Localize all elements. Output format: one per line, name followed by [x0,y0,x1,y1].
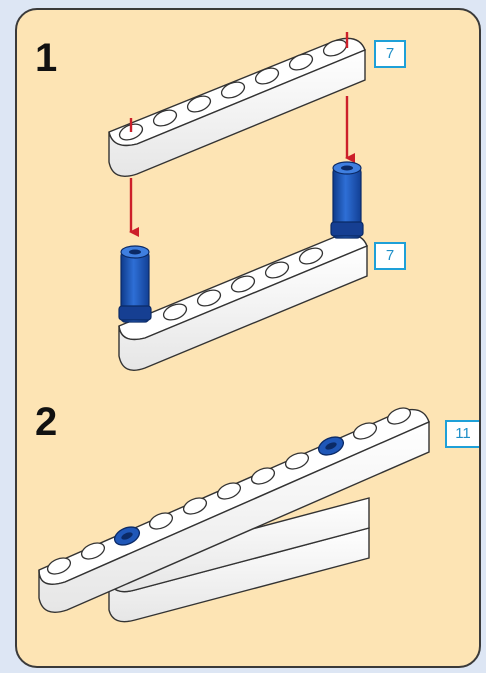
instruction-page: 1 2 7 7 11 [15,8,481,668]
step-2-number: 2 [35,400,58,444]
step-1-top-beam-size-badge: 7 [374,40,406,68]
step-1-number: 1 [35,36,58,80]
step-2-beam-size-badge: 11 [445,420,479,448]
assembly-illustration [38,32,430,623]
axle-pin-icon [330,161,364,239]
axle-pin-icon [118,245,152,323]
down-arrow-icon [129,32,355,237]
axle-pin-icon [113,436,345,546]
beam-7-icon [108,37,366,177]
beam-11-icon [38,407,430,613]
step-1-bottom-beam-size-badge: 7 [374,242,406,270]
beam-7-icon [118,233,368,371]
